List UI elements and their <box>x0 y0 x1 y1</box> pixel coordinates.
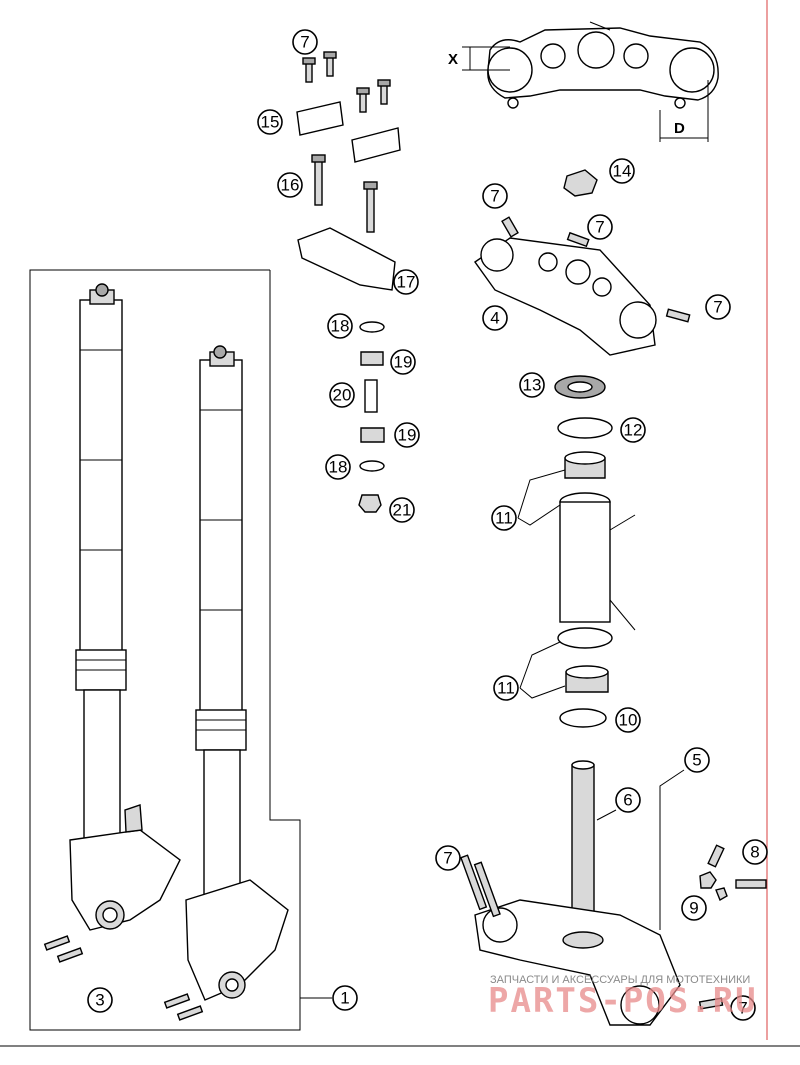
svg-text:15: 15 <box>261 113 280 132</box>
triple-clamp-top-view <box>487 27 719 109</box>
lower-bearing <box>565 665 609 693</box>
svg-text:11: 11 <box>495 509 513 528</box>
washer-upper <box>359 321 385 333</box>
axle-clamp-bolts-left <box>43 935 84 963</box>
svg-text:4: 4 <box>490 309 499 328</box>
svg-text:20: 20 <box>333 386 352 405</box>
svg-text:17: 17 <box>397 273 416 292</box>
callout-10: 10 <box>615 707 641 733</box>
callout-7-a: 7 <box>482 183 508 209</box>
svg-text:7: 7 <box>595 218 604 237</box>
callout-18-upper: 18 <box>327 313 353 339</box>
handlebar-clamp-bolts <box>302 51 391 113</box>
bearing-ring-upper <box>557 417 613 439</box>
svg-text:6: 6 <box>623 791 632 810</box>
spacer-sleeve <box>364 379 378 413</box>
callout-16: 16 <box>277 172 303 198</box>
svg-text:11: 11 <box>497 679 515 698</box>
svg-text:19: 19 <box>394 353 413 372</box>
callout-12: 12 <box>620 417 646 443</box>
washer-lower <box>359 460 385 472</box>
svg-text:16: 16 <box>281 176 300 195</box>
svg-text:18: 18 <box>331 317 350 336</box>
svg-text:7: 7 <box>713 298 722 317</box>
rubber-bushing-lower <box>360 427 385 443</box>
callout-7-lower-left: 7 <box>435 845 461 871</box>
fork-assembly-frame <box>29 269 301 1031</box>
callout-7-c: 7 <box>705 294 731 320</box>
rubber-bushing-upper <box>360 351 384 366</box>
callout-1: 1 <box>332 985 358 1011</box>
callout-17: 17 <box>393 269 419 295</box>
pinch-bolt-b <box>566 231 590 248</box>
nut <box>358 494 382 513</box>
pinch-bolt-c <box>665 308 691 323</box>
watermark-caption: ЗАПЧАСТИ И АКСЕССУАРЫ ДЛЯ МОТОТЕХНИКИ <box>490 974 750 986</box>
fork-leg-left <box>69 283 181 931</box>
upper-bearing <box>564 451 606 479</box>
callout-7-top: 7 <box>292 29 318 55</box>
steering-head-tube <box>557 492 636 649</box>
callout-19-upper: 19 <box>390 349 416 375</box>
axle-clamp-bolts-right <box>163 993 204 1021</box>
watermark-brand: PARTS-POS.RU <box>488 981 758 1021</box>
dust-seal-hole <box>567 381 593 393</box>
lower-clamp-bolt-right <box>698 997 724 1010</box>
svg-text:10: 10 <box>619 711 638 730</box>
lower-seal-ring <box>559 708 607 728</box>
svg-text:7: 7 <box>490 187 499 206</box>
svg-text:18: 18 <box>329 458 348 477</box>
callout-6: 6 <box>615 787 641 813</box>
callout-19-lower: 19 <box>394 422 420 448</box>
callout-3: 3 <box>87 987 113 1013</box>
callout-9: 9 <box>681 895 707 921</box>
callout-7-b: 7 <box>587 214 613 240</box>
lower-clamp-bolts <box>460 854 501 918</box>
callout-14: 14 <box>609 158 635 184</box>
svg-text:7: 7 <box>738 999 747 1018</box>
svg-text:14: 14 <box>613 162 632 181</box>
svg-text:7: 7 <box>443 849 452 868</box>
callout-8: 8 <box>742 839 768 865</box>
lower-handlebar-clamp <box>297 227 396 291</box>
callout-18-lower: 18 <box>325 454 351 480</box>
svg-text:13: 13 <box>523 376 542 395</box>
svg-text:12: 12 <box>624 421 643 440</box>
lower-triple-clamp <box>474 899 681 1026</box>
svg-text:7: 7 <box>300 33 309 52</box>
steering-stem <box>571 760 595 936</box>
svg-text:D: D <box>674 120 685 137</box>
callout-11-lower: 11 <box>493 675 519 701</box>
dimension-center-tick <box>589 21 611 31</box>
svg-text:1: 1 <box>340 989 349 1008</box>
fork-leg-right <box>185 345 289 1001</box>
svg-text:19: 19 <box>398 426 417 445</box>
callout-7-lower-right: 7 <box>730 995 756 1021</box>
callout-13: 13 <box>519 372 545 398</box>
adjuster-nut <box>699 871 717 889</box>
callout-4: 4 <box>482 305 508 331</box>
upper-handlebar-clamps <box>296 101 401 163</box>
svg-text:8: 8 <box>750 843 759 862</box>
upper-triple-clamp <box>474 237 657 356</box>
svg-text:X: X <box>448 51 458 68</box>
adjuster-bolt <box>735 879 767 889</box>
dimension-x: X <box>448 46 510 71</box>
small-nut <box>715 887 728 902</box>
handlebar-mount-bolts <box>311 154 378 233</box>
callout-5: 5 <box>684 747 710 773</box>
dimension-d: D <box>659 80 709 142</box>
steering-stem-nut <box>563 169 598 197</box>
svg-text:5: 5 <box>692 751 701 770</box>
callout-15: 15 <box>257 109 283 135</box>
svg-text:9: 9 <box>689 899 698 918</box>
svg-text:3: 3 <box>95 991 104 1010</box>
callout-11-upper: 11 <box>491 505 517 531</box>
callout-20: 20 <box>329 382 355 408</box>
pinch-bolt-a <box>501 216 519 238</box>
svg-text:21: 21 <box>393 501 412 520</box>
adjuster-screw <box>707 844 725 868</box>
callout-21: 21 <box>389 497 415 523</box>
